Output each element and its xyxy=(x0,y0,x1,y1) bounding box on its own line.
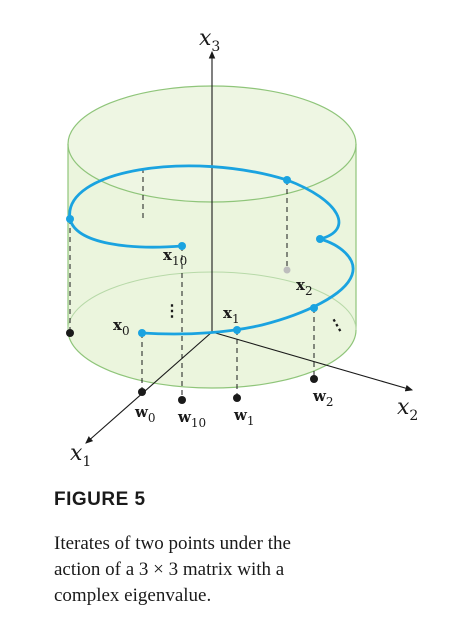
label-w2: w2 xyxy=(312,387,334,409)
point-back-left xyxy=(139,164,147,172)
point-x1 xyxy=(233,326,241,334)
label-w10: w10 xyxy=(177,408,206,430)
label-x1: x1 xyxy=(223,304,240,326)
cylinder-bottom-front xyxy=(67,329,357,389)
label-x10: x10 xyxy=(163,246,187,268)
x1-axis-label: x1 xyxy=(70,441,91,470)
caption-line: action of a 3 × 3 matrix with a xyxy=(54,559,285,580)
point-gray xyxy=(283,266,291,274)
label-x0: x0 xyxy=(113,316,130,338)
cylinder-figure: ⋮ ⋮ x3 x2 x1 x0 x10 x1 x2 w0 w10 w1 w2 xyxy=(66,26,418,470)
caption-line: complex eigenvalue. xyxy=(54,585,212,606)
point-w2 xyxy=(310,375,318,383)
point-base-left xyxy=(66,329,74,337)
x3-axis-label: x3 xyxy=(199,26,220,55)
point-left xyxy=(66,215,74,223)
point-w10 xyxy=(178,396,186,404)
point-back-right xyxy=(283,176,291,184)
point-end xyxy=(316,235,324,243)
x1-axis-line xyxy=(85,331,213,444)
x2-axis-label: x2 xyxy=(397,395,418,424)
point-w1 xyxy=(233,394,241,402)
point-w0 xyxy=(138,388,146,396)
figure-title: FIGURE 5 xyxy=(54,489,146,510)
spiral-curve xyxy=(141,237,355,336)
point-x10 xyxy=(178,242,186,250)
spiral-loop-upper xyxy=(68,218,183,249)
label-x2: x2 xyxy=(296,276,313,298)
ellipsis-x10: ⋮ xyxy=(164,301,180,320)
point-x2 xyxy=(310,304,318,312)
figure-caption: Iterates of two points under the action … xyxy=(54,531,434,609)
label-w1: w1 xyxy=(233,406,255,428)
spiral-back xyxy=(68,164,341,241)
caption-line: Iterates of two points under the xyxy=(54,533,291,554)
x2-axis-line xyxy=(211,331,414,392)
point-x0 xyxy=(138,329,146,337)
label-w0: w0 xyxy=(134,403,156,425)
